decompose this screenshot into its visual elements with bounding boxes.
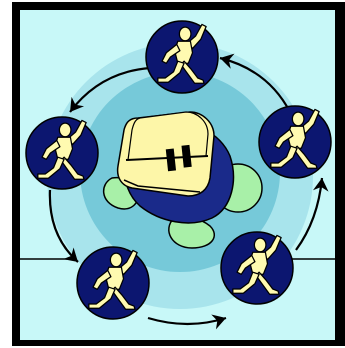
running-man-icon — [26, 117, 98, 189]
running-man-icon — [259, 106, 331, 178]
running-man-icon — [77, 247, 149, 319]
running-man-icon — [221, 232, 293, 304]
running-man-icon — [146, 21, 218, 93]
